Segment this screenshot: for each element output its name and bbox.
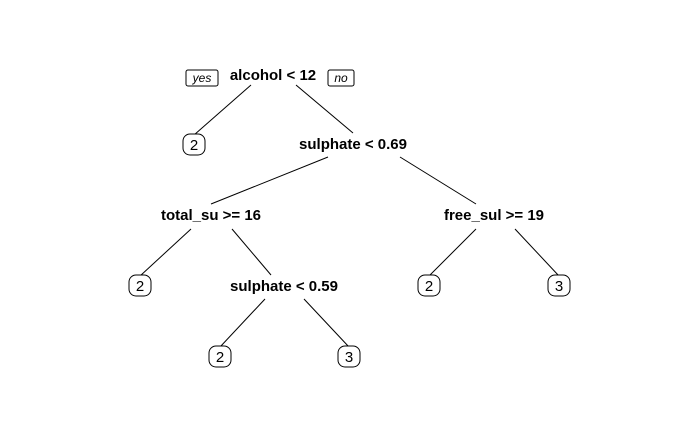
- leaf-node-label: 2: [216, 349, 224, 366]
- no-tag: no: [327, 69, 355, 87]
- no-tag-label: no: [334, 71, 348, 85]
- edge-s4-right: [303, 298, 350, 348]
- leaf-node: 2: [417, 274, 441, 297]
- edge-s3-right: [514, 228, 560, 277]
- leaf-node: 3: [547, 274, 571, 297]
- split-node-free-sul: free_sul >= 19: [444, 207, 544, 224]
- edge-s3-left: [428, 228, 477, 277]
- leaf-node-label: 3: [555, 278, 563, 295]
- split-node-total-su: total_su >= 16: [161, 207, 261, 224]
- leaf-node-label: 2: [190, 137, 198, 154]
- leaf-node: 2: [208, 345, 232, 368]
- yes-tag: yes: [185, 69, 219, 87]
- edge-s4-left: [219, 298, 266, 348]
- split-node-sulphate-069: sulphate < 0.69: [299, 136, 407, 153]
- leaf-node: 3: [337, 345, 361, 368]
- split-node-sulphate-059: sulphate < 0.59: [230, 278, 338, 295]
- edge-root-left: [193, 84, 252, 136]
- edges: [139, 84, 560, 348]
- leaf-node-label: 3: [345, 349, 353, 366]
- edge-s2-right: [231, 228, 272, 276]
- leaf-node: 2: [128, 274, 152, 297]
- split-node-root: alcohol < 12: [230, 67, 316, 84]
- yes-tag-label: yes: [192, 71, 212, 85]
- edge-s1-right: [399, 156, 477, 205]
- edge-s2-left: [139, 228, 192, 277]
- leaf-node: 2: [182, 133, 206, 156]
- leaf-node-label: 2: [136, 278, 144, 295]
- leaf-node-label: 2: [425, 278, 433, 295]
- edge-root-right: [295, 84, 354, 134]
- edge-s1-left: [210, 156, 329, 205]
